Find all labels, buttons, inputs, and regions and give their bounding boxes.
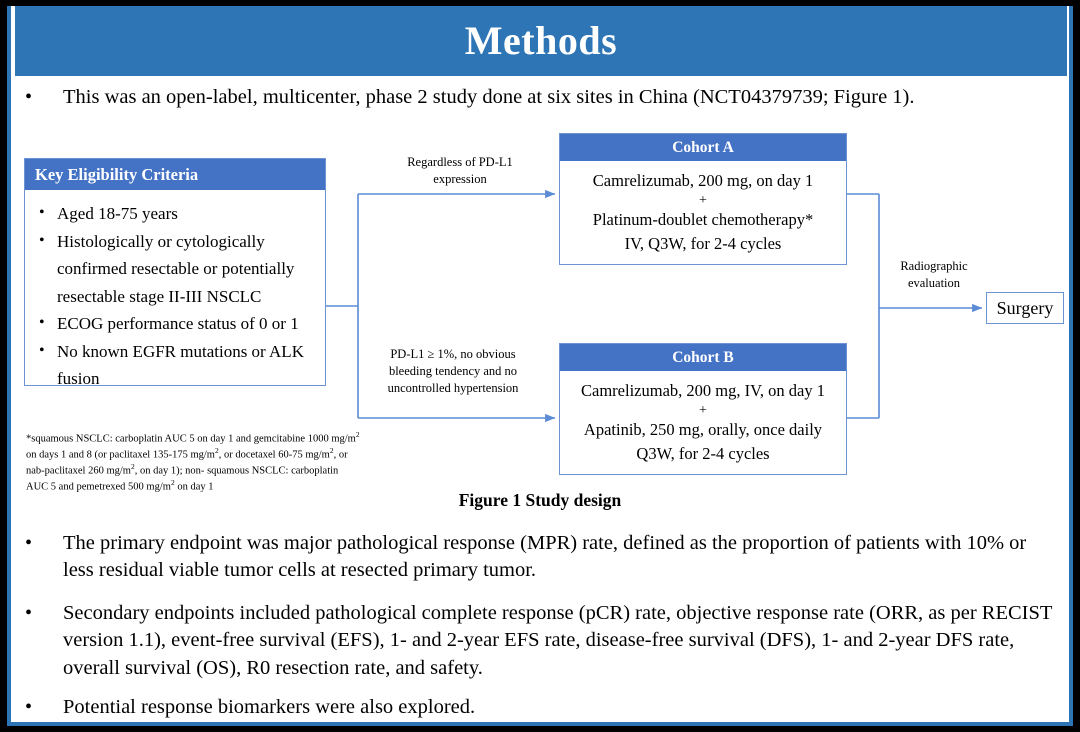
cohort-b-header: Cohort B [559,343,847,371]
endpoint-biomarkers-text: Potential response biomarkers were also … [63,696,476,718]
cohort-a-line: Camrelizumab, 200 mg, on day 1 [592,171,814,190]
footnote-seg: paclitaxel 135-175 mg/m [109,449,215,461]
endpoint-primary-bullet: • The primary endpoint was major patholo… [25,530,1055,585]
connector-lines [326,189,983,423]
endpoint-secondary-bullet: • Secondary endpoints included pathologi… [25,600,1055,682]
footnote-sup: 2 [130,461,135,471]
footnote-seg: , on day 1); non- [134,465,205,477]
footnote-seg: *squamous NSCLC: carboplatin AUC 5 on da… [26,433,356,445]
connector-label-radiographic-evaluation: Radiographic evaluation [900,259,968,290]
footnote-seg: on days 1 and 8 (or [26,449,107,461]
list-item: Histologically or cytologically confirme… [33,228,319,311]
cohort-a-header: Cohort A [559,133,847,161]
eligibility-list: Aged 18-75 years Histologically or cytol… [25,190,325,393]
endpoint-biomarkers-bullet: • Potential response biomarkers were als… [25,694,1055,721]
footnote-sup: 2 [355,430,360,439]
footnote-seg: , or docetaxel 60-75 mg/m [218,449,330,461]
endpoint-primary-text: The primary endpoint was major pathologi… [63,532,1027,582]
cohort-b-line: Apatinib, 250 mg, orally, once daily [583,420,823,440]
cohort-a-line: Platinum-doublet chemotherapy* [592,210,814,230]
cohort-a-body: Camrelizumab, 200 mg, on day 1 + Platinu… [559,161,847,265]
bullet-marker: • [25,696,33,718]
cohort-b-line: Q3W, for 2-4 cycles [636,443,770,463]
cohort-a-line: IV, Q3W, for 2-4 cycles [624,233,782,253]
surgery-node: Surgery [986,292,1064,324]
connector-label-cohort-a: Regardless of PD-L1 expression [407,155,513,186]
connector-label-cohort-b: PD-L1 ≥ 1%, no obvious bleeding tendency… [387,347,519,395]
cohort-b-body: Camrelizumab, 200 mg, IV, on day 1 + Apa… [559,371,847,475]
footnote-seg: , or nab-paclitaxel 260 mg/m [26,449,348,477]
slide-title-bar: Methods [15,6,1067,76]
footnote-sup: 2 [170,477,175,487]
eligibility-box-body: Aged 18-75 years Histologically or cytol… [24,190,326,388]
list-item: No known EGFR mutations or ALK fusion [33,338,319,393]
bullet-marker: • [25,86,33,108]
eligibility-box-header: Key Eligibility Criteria [24,158,326,190]
list-item: ECOG performance status of 0 or 1 [33,310,319,338]
cohort-b-line: Camrelizumab, 200 mg, IV, on day 1 [581,381,825,400]
bullet-marker: • [25,532,33,554]
footnote-seg: on day 1 [174,481,214,493]
footnote-sup: 2 [329,445,334,455]
footnote-sup: 2 [214,445,219,455]
figure-caption: Figure 1 Study design [458,490,622,510]
cohort-a-plus: + [699,192,707,208]
footnote-seg: squamous NSCLC: carboplatin AUC 5 and pe… [26,465,339,493]
slide-canvas: Methods • This was an open-label, multic… [7,6,1073,726]
bullet-marker: • [25,602,33,624]
page-title: Methods [464,18,618,63]
list-item: Aged 18-75 years [33,200,319,228]
intro-bullet-text: This was an open-label, multicenter, pha… [63,86,915,108]
intro-bullet: • This was an open-label, multicenter, p… [25,84,1055,111]
figure-footnote: *squamous NSCLC: carboplatin AUC 5 on da… [26,430,361,494]
cohort-b-plus: + [699,402,707,418]
endpoint-secondary-text: Secondary endpoints included pathologica… [63,602,1053,679]
study-design-figure: Key Eligibility Criteria Aged 18-75 year… [11,118,1069,518]
